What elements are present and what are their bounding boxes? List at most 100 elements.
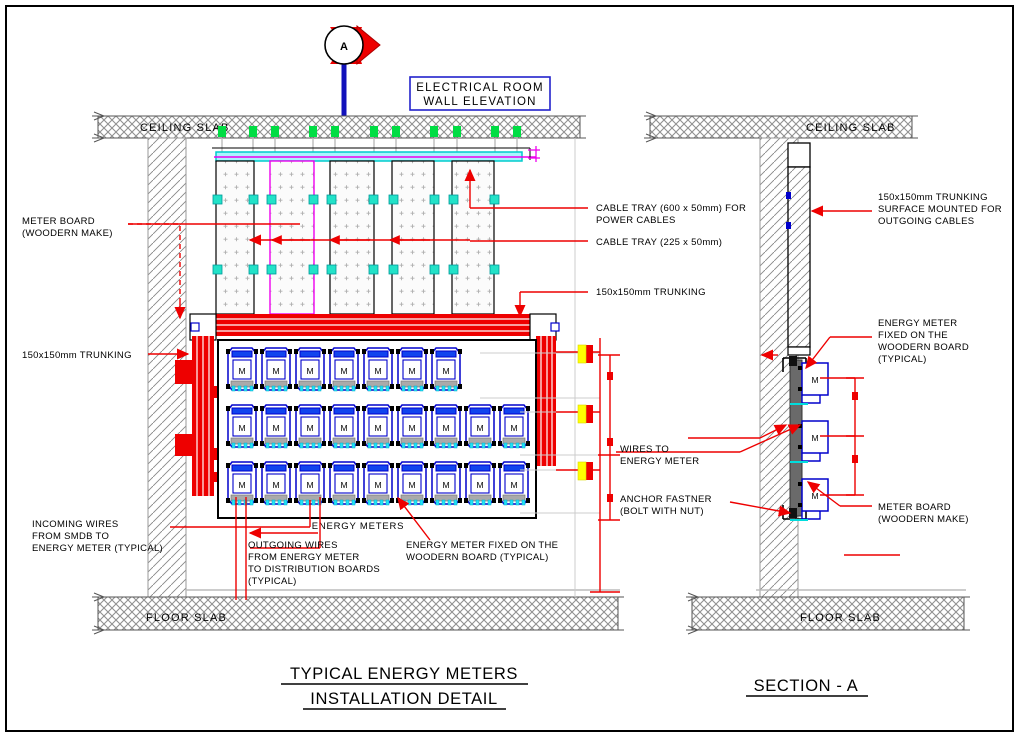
meter-fixed-board-note-line: (TYPICAL)	[878, 354, 927, 365]
title-right-label: SECTION - A	[754, 677, 859, 695]
energy-meter[interactable]: M	[294, 461, 326, 506]
meter-fixed-board-note-line: ENERGY METER	[878, 318, 957, 329]
meter-symbol-label: M	[442, 423, 449, 433]
energy-meter[interactable]: M	[430, 461, 462, 506]
section-meter-label: M	[811, 375, 818, 385]
energy-meter[interactable]: M	[294, 347, 326, 392]
outgoing-wires-note-line: OUTGOING WIRES	[248, 540, 338, 551]
section-meter-label: M	[811, 433, 818, 443]
meter-symbol-label: M	[510, 423, 517, 433]
floor-slab-left-label: FLOOR SLAB	[146, 612, 227, 624]
energy-meter[interactable]: M	[260, 404, 292, 449]
cable-tray-225-note-line: CABLE TRAY (225 x 50mm)	[596, 237, 722, 248]
energy-meter[interactable]: M	[294, 404, 326, 449]
floor-slab-left: FLOOR SLAB	[92, 592, 624, 635]
title-left: TYPICAL ENERGY METERS INSTALLATION DETAI…	[281, 665, 528, 710]
cable-tray-600-note-line: POWER CABLES	[596, 215, 676, 226]
meter-board-note: METER BOARD(WOODERN MAKE)	[22, 216, 113, 239]
trunking-note-left: 150x150mm TRUNKING	[22, 350, 132, 361]
energy-meter[interactable]: M	[430, 347, 462, 392]
elevation-title-box: ELECTRICAL ROOM WALL ELEVATION	[409, 76, 551, 111]
trunking-vertical-left	[192, 336, 214, 496]
section-marker-a: A	[324, 24, 381, 126]
outgoing-wires-note-line: FROM ENERGY METER	[248, 552, 360, 563]
meter-symbol-label: M	[374, 366, 381, 376]
meter-symbol-label: M	[272, 423, 279, 433]
energy-meter[interactable]: M	[226, 347, 258, 392]
anchor-fastner-note-line: (BOLT WITH NUT)	[620, 506, 704, 517]
anchor-fastner-note-line: ANCHOR FASTNER	[620, 494, 712, 505]
ceiling-slab-right-label: CEILING SLAB	[806, 122, 896, 134]
meter-board-note-right: METER BOARD(WOODERN MAKE)	[878, 502, 968, 525]
meter-symbol-label: M	[340, 480, 347, 490]
meter-symbol-label: M	[340, 366, 347, 376]
meter-symbol-label: M	[442, 366, 449, 376]
meter-symbol-label: M	[408, 480, 415, 490]
meter-symbol-label: M	[272, 480, 279, 490]
energy-meter[interactable]: M	[464, 404, 496, 449]
title-box-line2: WALL ELEVATION	[423, 96, 536, 108]
meter-symbol-label: M	[306, 366, 313, 376]
trunking-surface-note-line: SURFACE MOUNTED FOR	[878, 204, 1002, 215]
annotations-left: METER BOARD(WOODERN MAKE) 150x150mm TRUNK…	[22, 216, 558, 587]
meter-symbol-label: M	[238, 480, 245, 490]
title-right: SECTION - A	[746, 677, 868, 697]
meter-fixed-note-line: ENERGY METER FIXED ON THE	[406, 540, 558, 551]
meter-symbol-label: M	[238, 366, 245, 376]
meter-symbol-label: M	[340, 423, 347, 433]
meter-symbol-label: M	[238, 423, 245, 433]
cable-tray-600-note-line: CABLE TRAY (600 x 50mm) FOR	[596, 203, 746, 214]
meter-symbol-label: M	[476, 480, 483, 490]
energy-meter[interactable]: M	[260, 461, 292, 506]
incoming-wires-note-line: FROM SMDB TO	[32, 531, 109, 542]
energy-meter[interactable]: M	[328, 347, 360, 392]
energy-meter[interactable]: M	[362, 461, 394, 506]
meter-symbol-label: M	[510, 480, 517, 490]
floor-slab-right-label: FLOOR SLAB	[800, 612, 881, 624]
meter-symbol-label: M	[306, 423, 313, 433]
trunking-note-left-line: 150x150mm TRUNKING	[22, 350, 132, 361]
meter-symbol-label: M	[408, 366, 415, 376]
energy-meter[interactable]: M	[396, 461, 428, 506]
floor-slab-right: FLOOR SLAB	[686, 592, 970, 635]
section-marker-label: A	[340, 41, 348, 53]
energy-meter[interactable]: M	[498, 461, 530, 506]
energy-meter[interactable]: M	[396, 404, 428, 449]
energy-meter[interactable]: M	[430, 404, 462, 449]
energy-meter[interactable]: M	[328, 461, 360, 506]
wires-to-meter-note-line: ENERGY METER	[620, 456, 699, 467]
meter-symbol-label: M	[442, 480, 449, 490]
energy-meter[interactable]: M	[260, 347, 292, 392]
cable-tray-225-note: CABLE TRAY (225 x 50mm)	[596, 237, 722, 248]
trunking-surface-note-line: OUTGOING CABLES	[878, 216, 974, 227]
energy-meter[interactable]: M	[362, 347, 394, 392]
trunking-note-mid: 150x150mm TRUNKING	[596, 287, 705, 298]
meter-symbol-label: M	[374, 423, 381, 433]
meter-symbol-label: M	[272, 366, 279, 376]
energy-meter[interactable]: M	[362, 404, 394, 449]
energy-meter[interactable]: M	[464, 461, 496, 506]
title-left-line2: INSTALLATION DETAIL	[310, 690, 497, 708]
title-box-line1: ELECTRICAL ROOM	[416, 82, 543, 94]
wires-to-meter-note-line: WIRES TO	[620, 444, 669, 455]
energy-meter[interactable]: M	[226, 404, 258, 449]
meter-fixed-note-line: WOODERN BOARD (TYPICAL)	[406, 552, 549, 563]
energy-meter[interactable]: M	[396, 347, 428, 392]
energy-meter[interactable]: M	[226, 461, 258, 506]
meter-board-note-line: (WOODERN MAKE)	[22, 228, 113, 239]
meter-board-note-line: METER BOARD	[22, 216, 95, 227]
section-meter-label: M	[811, 491, 818, 501]
trunking-section-right	[786, 142, 811, 356]
meter-symbol-label: M	[374, 480, 381, 490]
energy-meter[interactable]: M	[498, 404, 530, 449]
energy-meter[interactable]: M	[328, 404, 360, 449]
meter-symbol-label: M	[306, 480, 313, 490]
energy-meters-label: ENERGY METERS	[312, 521, 405, 532]
